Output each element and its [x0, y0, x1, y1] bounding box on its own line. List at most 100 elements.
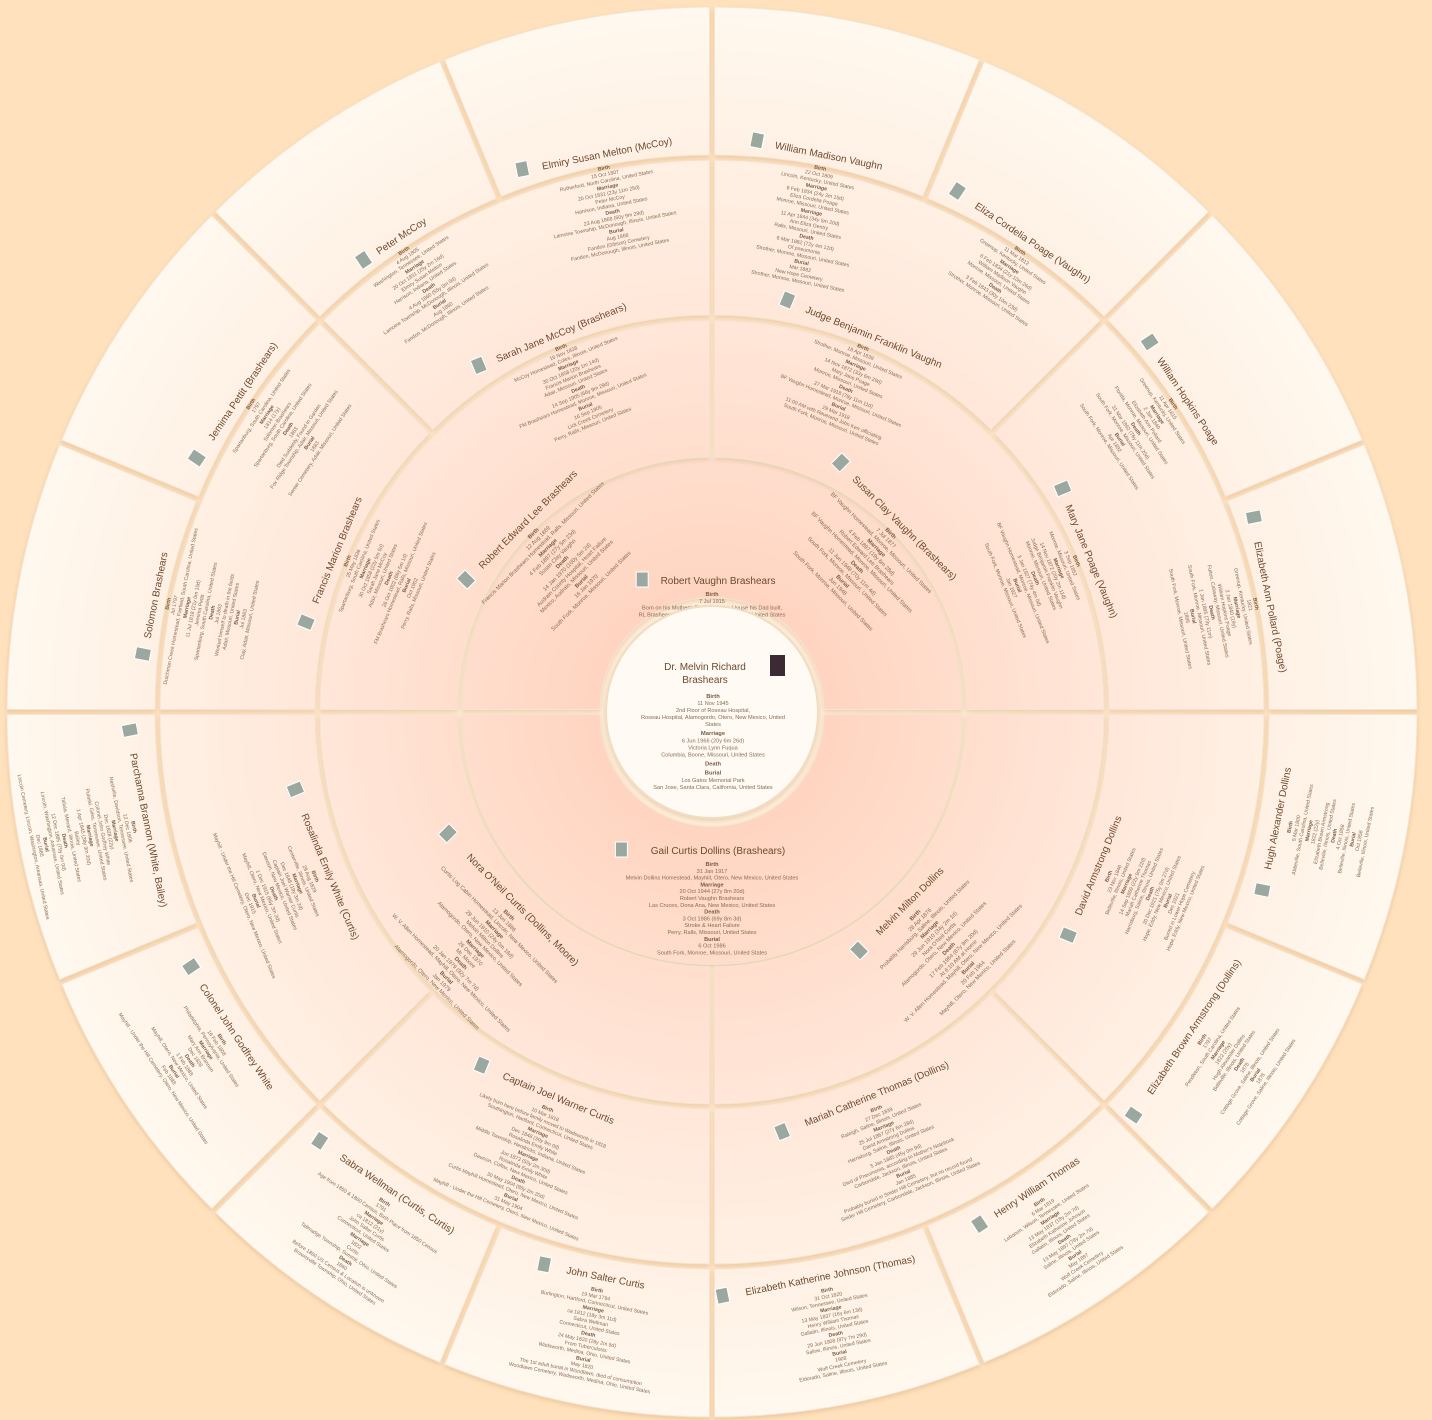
fact-label: Death: [605, 208, 620, 217]
fact-label: Burial: [832, 1349, 848, 1358]
fact-label: Death: [208, 605, 217, 620]
fact-label: Burial: [41, 837, 50, 853]
fact-label: Birth: [343, 554, 353, 567]
fact-label: Burial: [1349, 831, 1358, 847]
fact-label: Birth: [1197, 1033, 1209, 1046]
card-segment: [159, 322, 431, 710]
fact-label: Birth: [590, 1287, 603, 1295]
person-card-sabra-wellman-curtis-curtis[interactable]: Sabra Wellman (Curtis, Curtis)Birth1791A…: [214, 1106, 498, 1364]
fact-line: 1821: [1245, 599, 1253, 612]
fact-label: Birth: [541, 1104, 554, 1114]
root-fact-line: Los Gatos Memorial Park: [681, 778, 744, 784]
fact-label: Birth: [1287, 821, 1295, 834]
fact-label: Burial: [503, 1192, 519, 1203]
fact-line: 1878: [1255, 1072, 1266, 1085]
person-card-elizabeth-katherine-johnson-thomas[interactable]: Elizabeth Katherine Johnson (Thomas)Birt…: [714, 1226, 981, 1418]
fact-label: Birth: [1071, 554, 1081, 567]
fact-label: Birth: [554, 343, 567, 353]
fact-label: Marriage: [1304, 820, 1314, 842]
fact-label: Burial: [794, 258, 810, 267]
card-segment: [1226, 714, 1418, 981]
person-photo: [947, 180, 968, 202]
fact-line: 12 Dec 1806: [121, 813, 133, 843]
fact-label: Birth: [216, 1033, 228, 1046]
fact-line: 1878: [1239, 1062, 1250, 1075]
fact-line: Las Cruces, Dona Ana, New Mexico, United…: [649, 903, 775, 909]
person-name: Gail Curtis Dollins (Brashears): [651, 846, 785, 857]
person-photo: [120, 722, 139, 739]
person-photo: [514, 160, 531, 179]
person-photo: [285, 780, 306, 799]
root-name-line-1: Dr. Melvin Richard: [664, 662, 746, 673]
fact-label: Burial: [578, 401, 594, 412]
fact-line: Bailey: [73, 831, 82, 846]
person-photo: [635, 571, 649, 588]
root-fact-line: 2nd Floor of Roseau Hospital,: [676, 708, 750, 714]
person-photo: [133, 646, 153, 662]
fact-line: 1860: [335, 1261, 348, 1272]
fact-line: 1797: [1202, 1037, 1213, 1050]
fact-label: Birth: [705, 862, 719, 868]
fact-label: Burial: [896, 1168, 912, 1179]
fact-line: Melvin Dollins Homestead, Mayhill, Otero…: [626, 876, 799, 882]
card-segment: [714, 714, 1105, 1105]
fact-line: Robert Vaughn Brashears: [680, 896, 744, 902]
fact-line: 19 Mar 1794: [581, 1291, 611, 1303]
fact-label: Marriage: [596, 182, 618, 192]
person-card-parchanna-brannon-white-bailey[interactable]: Parchanna Brannon (White, Bailey)Birth12…: [6, 714, 198, 981]
card-segment: [714, 993, 1102, 1265]
root-fact-label: Death: [705, 761, 722, 767]
fact-line: 1883: [309, 440, 320, 453]
fact-label: Birth: [129, 821, 137, 834]
person-card-elizabeth-brown-armstrong-dollins[interactable]: Elizabeth Brown Armstrong (Dollins)Birth…: [1106, 926, 1364, 1210]
fact-label: Burial: [830, 402, 846, 413]
card-segment: [319, 319, 710, 710]
person-photo: [1253, 882, 1272, 898]
root-fact-line: Columbia, Boone, Missouri, United States: [661, 752, 765, 758]
card-segment: [319, 714, 710, 1105]
fact-label: Birth: [597, 165, 610, 173]
fact-line: Oct 1858: [1355, 830, 1365, 852]
fact-line: Perry, Ralls, Missouri, United States: [667, 930, 756, 936]
person-card-elizabeth-ann-pollard-poage[interactable]: Elizabeth Ann Pollard (Poage)Birth1821Gr…: [1159, 443, 1418, 710]
fact-label: Death: [580, 1330, 595, 1339]
card-segment: [214, 60, 498, 318]
fact-label: Birth: [1104, 870, 1114, 883]
fact-line: Stroke & Heart Failure: [684, 923, 739, 929]
fact-label: Birth: [1013, 245, 1026, 257]
root-fact-line: 11 Nov 1945: [697, 701, 728, 707]
fact-label: Burial: [250, 893, 261, 909]
card-segment: [714, 319, 1105, 710]
card-segment: [461, 714, 963, 965]
fact-line: 20 Oct 1944 (27y 8m 20d): [680, 889, 745, 895]
root-name-line-2: Brashears: [682, 675, 728, 686]
fact-label: Death: [60, 833, 69, 848]
fact-label: Death: [1207, 605, 1216, 620]
person-name: Robert Vaughn Brashears: [661, 576, 776, 587]
card-segment: [714, 1226, 981, 1418]
fact-label: Death: [1145, 886, 1156, 902]
person-photo: [1123, 1105, 1144, 1125]
card-segment: [926, 1106, 1210, 1364]
fact-line: Aug 1868: [606, 233, 629, 243]
fact-label: Marriage: [1231, 596, 1241, 618]
fact-line: Peter McCoy: [595, 194, 626, 206]
fact-label: Death: [571, 384, 587, 395]
fact-label: Marriage: [182, 596, 192, 618]
card-segment: [714, 159, 1102, 431]
fact-label: Birth: [705, 592, 719, 598]
